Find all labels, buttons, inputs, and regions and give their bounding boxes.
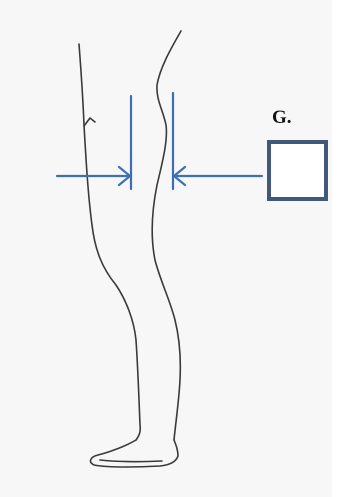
foot-outline	[91, 440, 178, 467]
figure-label: G.	[272, 108, 292, 127]
answer-box[interactable]	[267, 140, 328, 201]
arrow-left-icon	[174, 167, 262, 185]
leg-notch	[84, 118, 95, 126]
arrow-right-icon	[57, 167, 130, 185]
leg-front-outline	[152, 31, 181, 440]
foot-sole-detail	[100, 460, 162, 462]
